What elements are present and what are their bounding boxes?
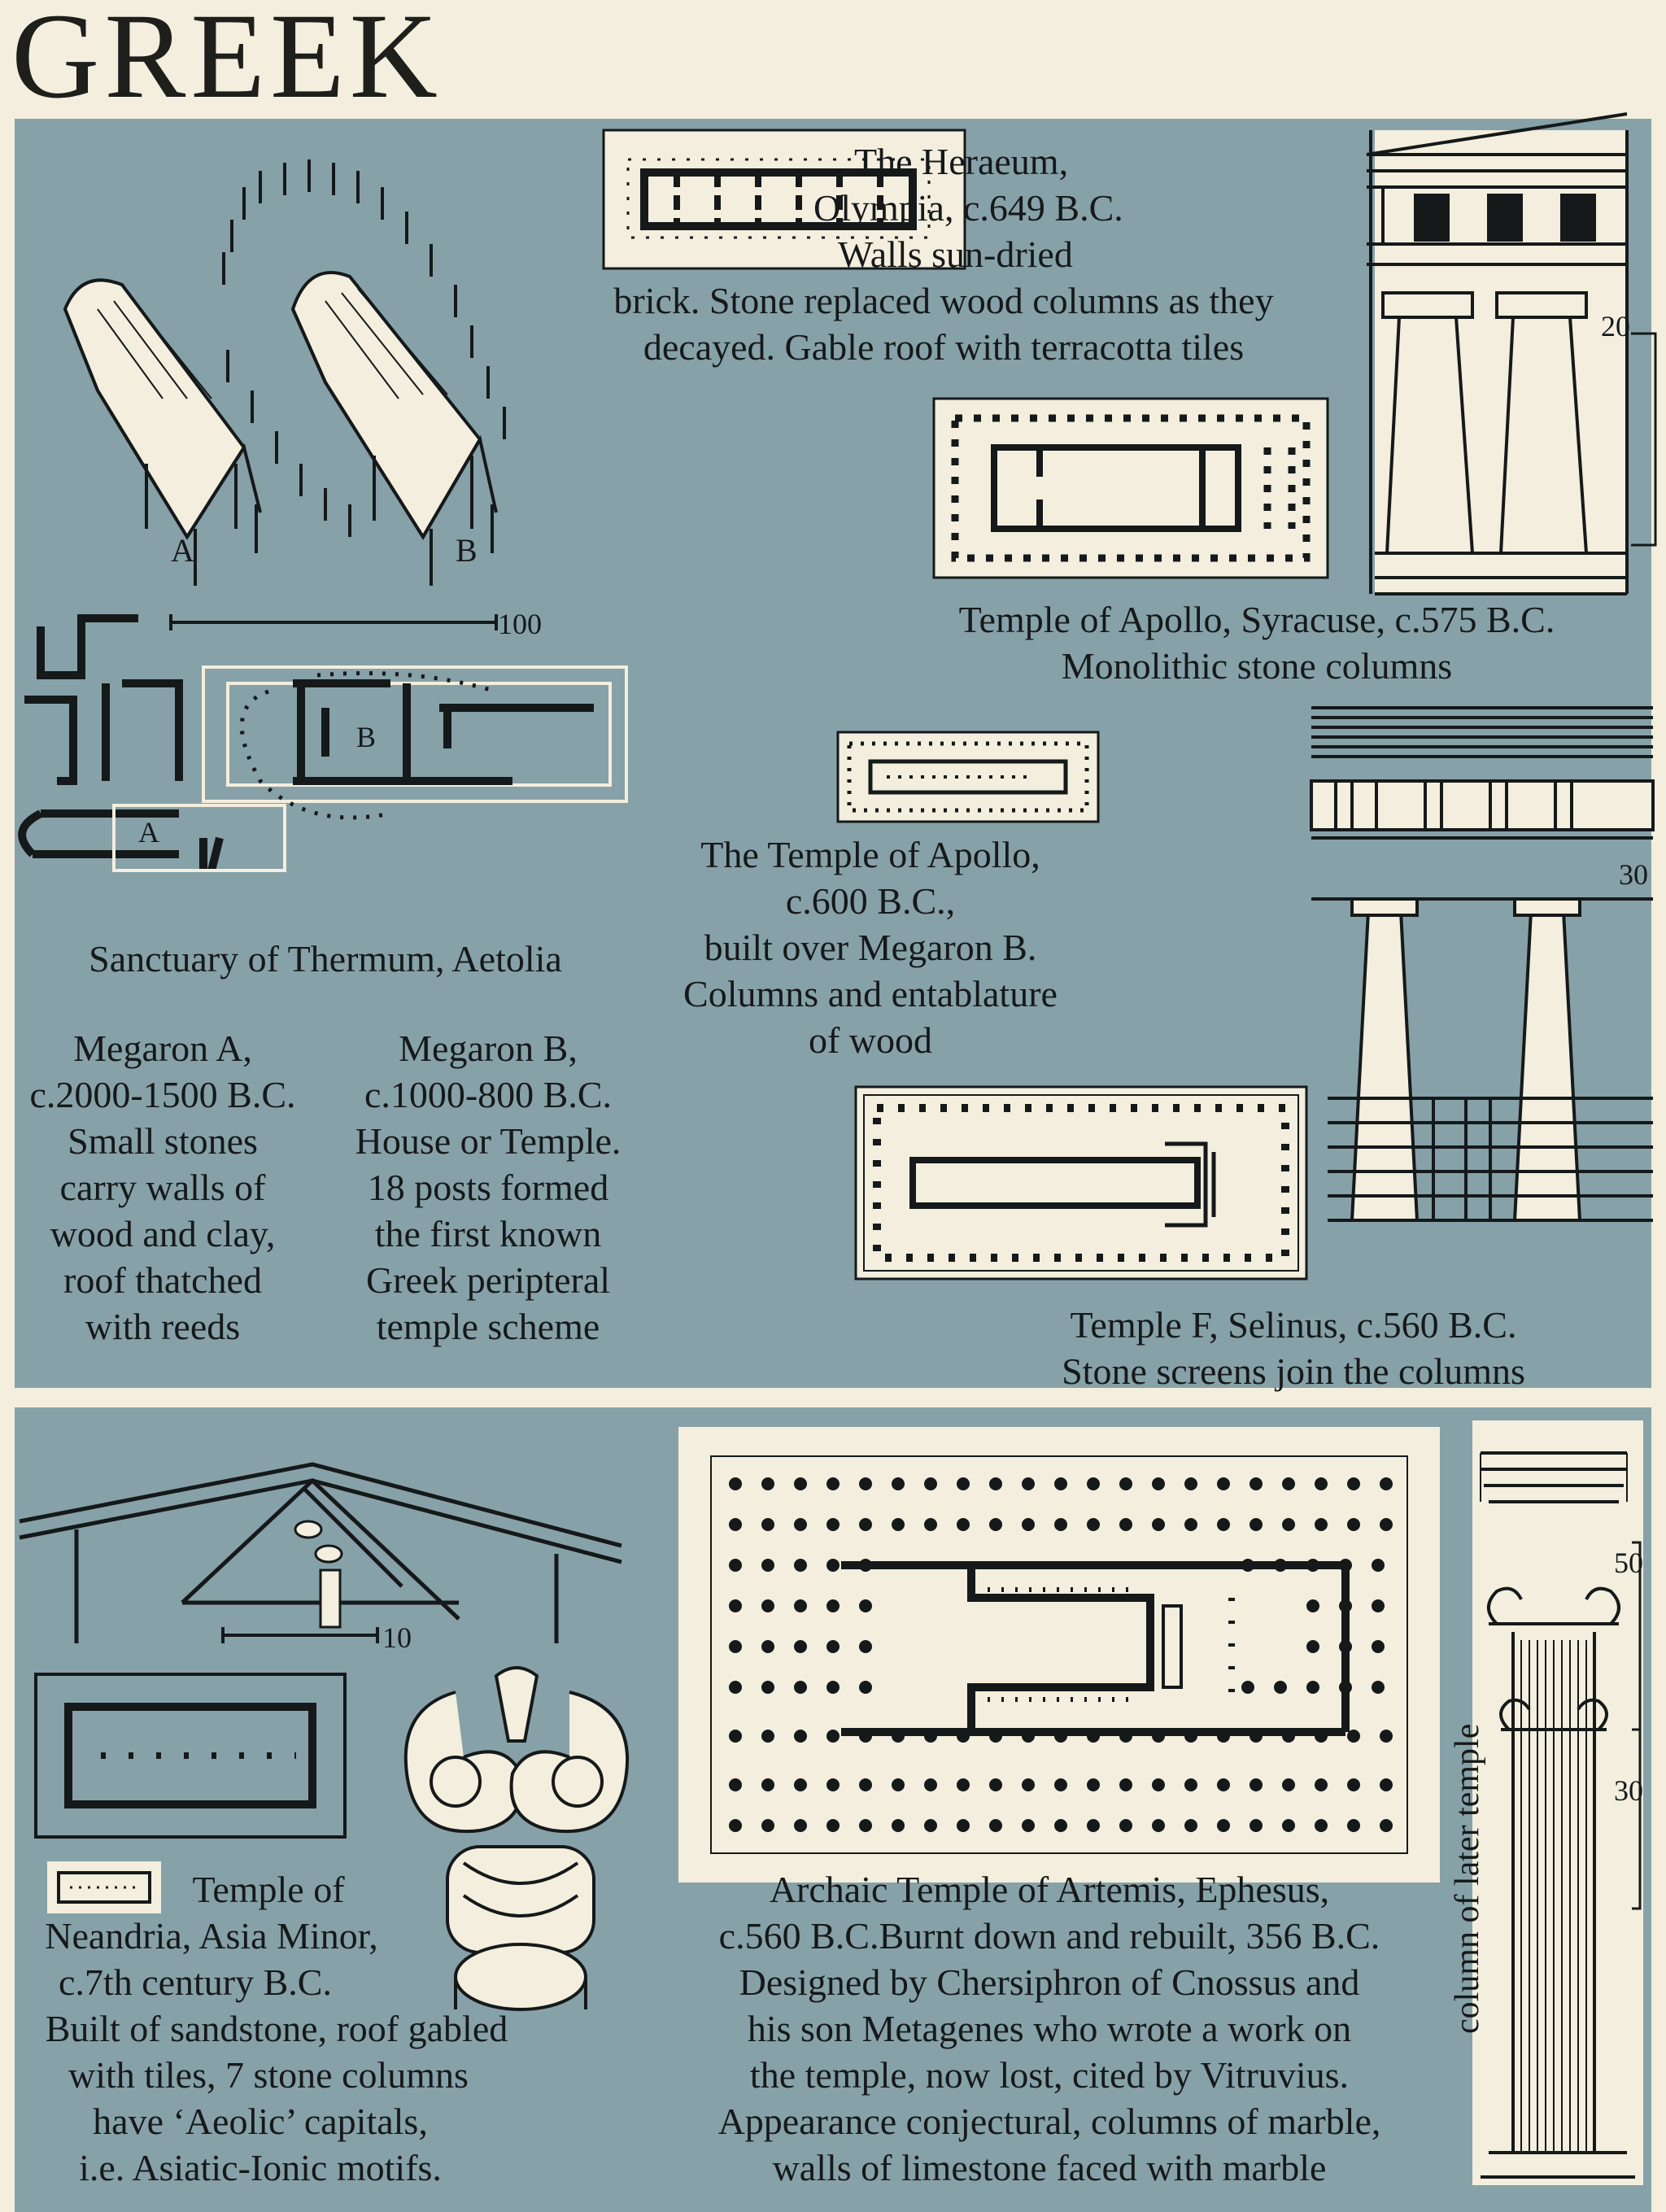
megaron-b-line-6: Greek peripteral	[365, 1259, 611, 1301]
neandria-line-2: Neandria, Asia Minor,	[45, 1915, 378, 1957]
megaron-a-line-7: with reeds	[85, 1306, 241, 1347]
heraeum-line-3: Walls sun-dried	[838, 233, 1073, 275]
neandria-line-6: have ‘Aeolic’ capitals,	[93, 2101, 428, 2142]
megaron-a-caption: Megaron A, c.2000-1500 B.C. Small stones…	[8, 1025, 317, 1350]
column-scale-lower: 30	[1614, 1774, 1643, 1807]
later-temple-column	[1472, 1420, 1643, 2185]
neandria-line-7: i.e. Asiatic-Ionic motifs.	[79, 2147, 442, 2188]
hut-label-a: A	[171, 532, 194, 569]
heraeum-caption: The Heraeum, Olympia, c.649 B.C. Walls s…	[537, 138, 1350, 370]
artemis-line-7: walls of limestone faced with marble	[772, 2147, 1327, 2188]
syracuse-line-2: Monolithic stone columns	[1061, 645, 1453, 687]
megaron-a-line-5: wood and clay,	[50, 1213, 276, 1254]
thermum-scale: 100	[498, 608, 542, 640]
megaron-b-line-4: 18 posts formed	[367, 1167, 609, 1208]
column-scale-upper: 50	[1614, 1547, 1643, 1579]
megaron-b-caption: Megaron B, c.1000-800 B.C. House or Temp…	[317, 1025, 659, 1350]
neandria-roof-drawing	[19, 1462, 622, 1643]
artemis-line-5: the temple, now lost, cited by Vitruvius…	[749, 2054, 1350, 2096]
plan-label-a: A	[138, 816, 159, 849]
artemis-line-2: c.560 B.C.Burnt down and rebuilt, 356 B.…	[718, 1915, 1380, 1957]
neandria-small-plan	[47, 1861, 161, 1913]
heraeum-line-5: decayed. Gable roof with terracotta tile…	[643, 326, 1245, 368]
neandria-scale: 10	[382, 1621, 412, 1654]
megaron-a-line-6: roof thatched	[63, 1259, 262, 1301]
megaron-b-line-5: the first known	[374, 1213, 602, 1254]
megaron-b-line-2: c.1000-800 B.C.	[364, 1074, 613, 1115]
megaron-a-line-2: c.2000-1500 B.C.	[29, 1074, 296, 1115]
heraeum-plan	[602, 129, 966, 270]
selinus-line-2: Stone screens join the columns	[1062, 1350, 1525, 1392]
syracuse-plan	[932, 397, 1329, 579]
thermum-plan: B A	[18, 614, 628, 872]
syracuse-caption: Temple of Apollo, Syracuse, c.575 B.C. M…	[879, 596, 1635, 689]
megaron-b-line-1: Megaron B,	[399, 1027, 578, 1069]
apollo-line-2: c.600 B.C.,	[785, 880, 956, 922]
artemis-line-6: Appearance conjectural, columns of marbl…	[717, 2101, 1381, 2142]
apollo-line-3: built over Megaron B.	[704, 927, 1037, 968]
heraeum-line-4: brick. Stone replaced wood columns as th…	[613, 280, 1274, 321]
artemis-line-1: Archaic Temple of Artemis, Ephesus,	[769, 1869, 1330, 1910]
plan-label-b: B	[356, 721, 376, 753]
artemis-plan	[678, 1427, 1440, 1883]
apollo-thermum-plan	[836, 731, 1100, 823]
neandria-plan	[34, 1673, 347, 1839]
neandria-line-1: Temple of	[192, 1869, 345, 1910]
selinus-plan	[854, 1085, 1308, 1281]
column-vertical-label: column of later temple	[1449, 1723, 1486, 2034]
neandria-line-4: Built of sandstone, roof gabled	[45, 2008, 508, 2049]
page-title: GREEK	[11, 0, 443, 124]
syracuse-elevation	[1366, 112, 1657, 596]
apollo-line-1: The Temple of Apollo,	[700, 834, 1040, 875]
aeolic-capital-drawing	[403, 1666, 630, 2011]
syracuse-scale: 20	[1601, 310, 1630, 342]
selinus-caption: Temple F, Selinus, c.560 B.C. Stone scre…	[944, 1302, 1643, 1394]
apollo-thermum-caption: The Temple of Apollo, c.600 B.C., built …	[626, 831, 1114, 1063]
thermum-caption: Sanctuary of Thermum, Aetolia	[89, 938, 562, 979]
selinus-scale: 30	[1619, 858, 1648, 891]
neandria-line-5: with tiles, 7 stone columns	[68, 2054, 469, 2096]
neandria-caption: Temple of Neandria, Asia Minor, c.7th ce…	[0, 1866, 553, 2191]
hut-label-b: B	[456, 532, 478, 569]
artemis-line-3: Designed by Chersiphron of Cnossus and	[739, 1961, 1360, 2003]
syracuse-line-1: Temple of Apollo, Syracuse, c.575 B.C.	[958, 599, 1555, 640]
megaron-b-line-7: temple scheme	[376, 1306, 600, 1347]
megaron-a-line-1: Megaron A,	[73, 1027, 252, 1069]
posts-ring	[222, 159, 506, 537]
selinus-elevation	[1310, 706, 1655, 1222]
artemis-caption: Archaic Temple of Artemis, Ephesus, c.56…	[643, 1866, 1456, 2191]
apollo-line-5: of wood	[808, 1019, 933, 1061]
apollo-line-4: Columns and entablature	[683, 973, 1058, 1014]
megaron-a-line-4: carry walls of	[59, 1167, 266, 1208]
megaron-huts-drawing: A B	[63, 159, 506, 586]
heraeum-line-1: The Heraeum,	[854, 141, 1069, 182]
selinus-line-1: Temple F, Selinus, c.560 B.C.	[1070, 1304, 1517, 1346]
heraeum-line-2: Olympia, c.649 B.C.	[813, 187, 1123, 229]
megaron-b-line-3: House or Temple.	[355, 1120, 621, 1162]
neandria-line-3: c.7th century B.C.	[59, 1961, 332, 2003]
artemis-line-4: his son Metagenes who wrote a work on	[747, 2008, 1352, 2049]
megaron-a-line-3: Small stones	[68, 1120, 258, 1162]
